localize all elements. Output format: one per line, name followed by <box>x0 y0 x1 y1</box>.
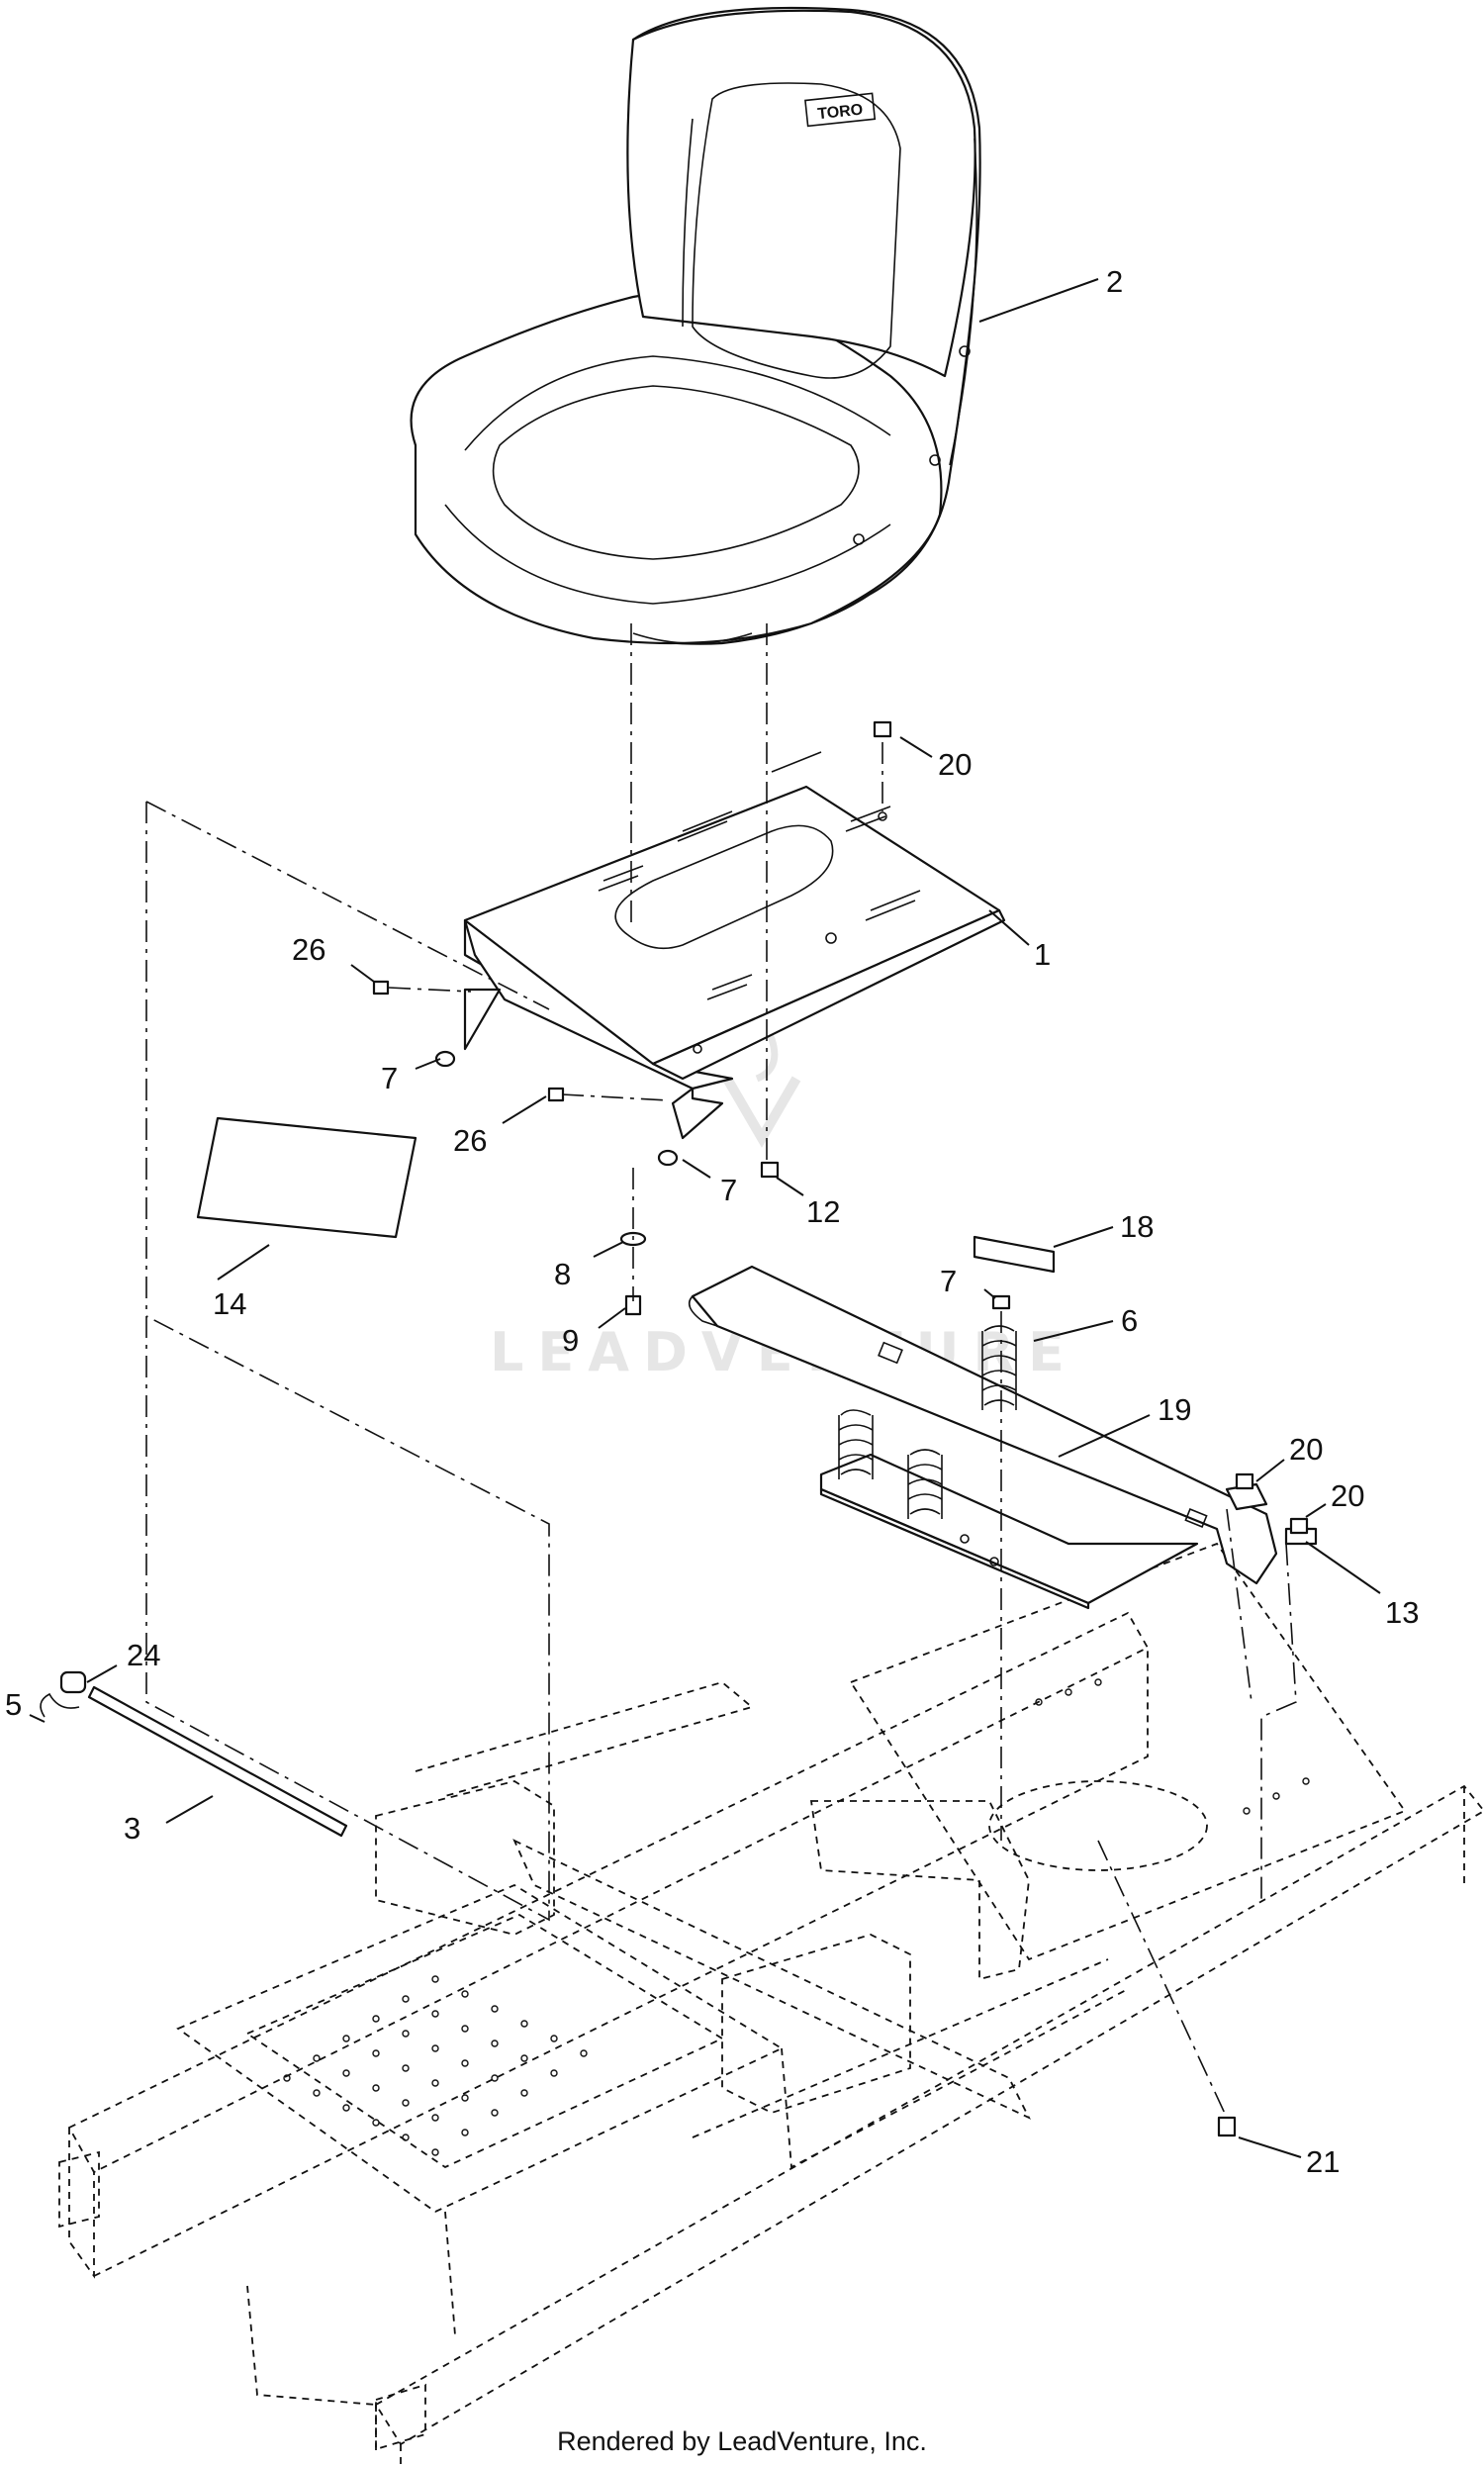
callout-26: 26 <box>453 1123 487 1158</box>
callout-7: 7 <box>720 1173 737 1207</box>
callout-12: 12 <box>806 1194 840 1229</box>
callout-14: 14 <box>213 1286 246 1321</box>
suspension-assembly <box>688 1235 1318 1610</box>
callout-3: 3 <box>124 1811 140 1846</box>
callout-6: 6 <box>1121 1303 1138 1338</box>
seat-mounting-plate <box>463 751 1006 1140</box>
seat: TORO <box>410 6 981 645</box>
callout-1: 1 <box>1034 937 1051 972</box>
callout-7: 7 <box>381 1061 398 1095</box>
callout-19: 19 <box>1158 1392 1191 1427</box>
mower-frame <box>58 1542 1484 2467</box>
callout-21: 21 <box>1306 2144 1340 2179</box>
callout-20: 20 <box>1289 1432 1323 1467</box>
callout-20: 20 <box>938 747 972 782</box>
callout-13: 13 <box>1385 1595 1419 1630</box>
callout-9: 9 <box>562 1323 579 1358</box>
callout-7: 7 <box>940 1264 957 1298</box>
leader-lines <box>29 278 1381 2158</box>
pivot-rod <box>40 1670 348 1838</box>
callout-26: 26 <box>292 932 325 967</box>
callout-8: 8 <box>554 1257 571 1291</box>
seat-logo: TORO <box>817 102 864 124</box>
fasteners <box>372 720 1309 2137</box>
footer-credit: Rendered by LeadVenture, Inc. <box>557 2426 927 2456</box>
callout-5: 5 <box>5 1687 22 1722</box>
callout-20: 20 <box>1331 1478 1364 1513</box>
decal <box>196 1116 417 1239</box>
callout-24: 24 <box>127 1638 160 1672</box>
callout-18: 18 <box>1120 1209 1154 1244</box>
callout-2: 2 <box>1106 264 1123 299</box>
callouts: 2 20 1 26 7 26 7 12 8 14 9 18 7 6 19 20 … <box>5 264 1419 2179</box>
assembly-lines <box>145 623 1297 2119</box>
